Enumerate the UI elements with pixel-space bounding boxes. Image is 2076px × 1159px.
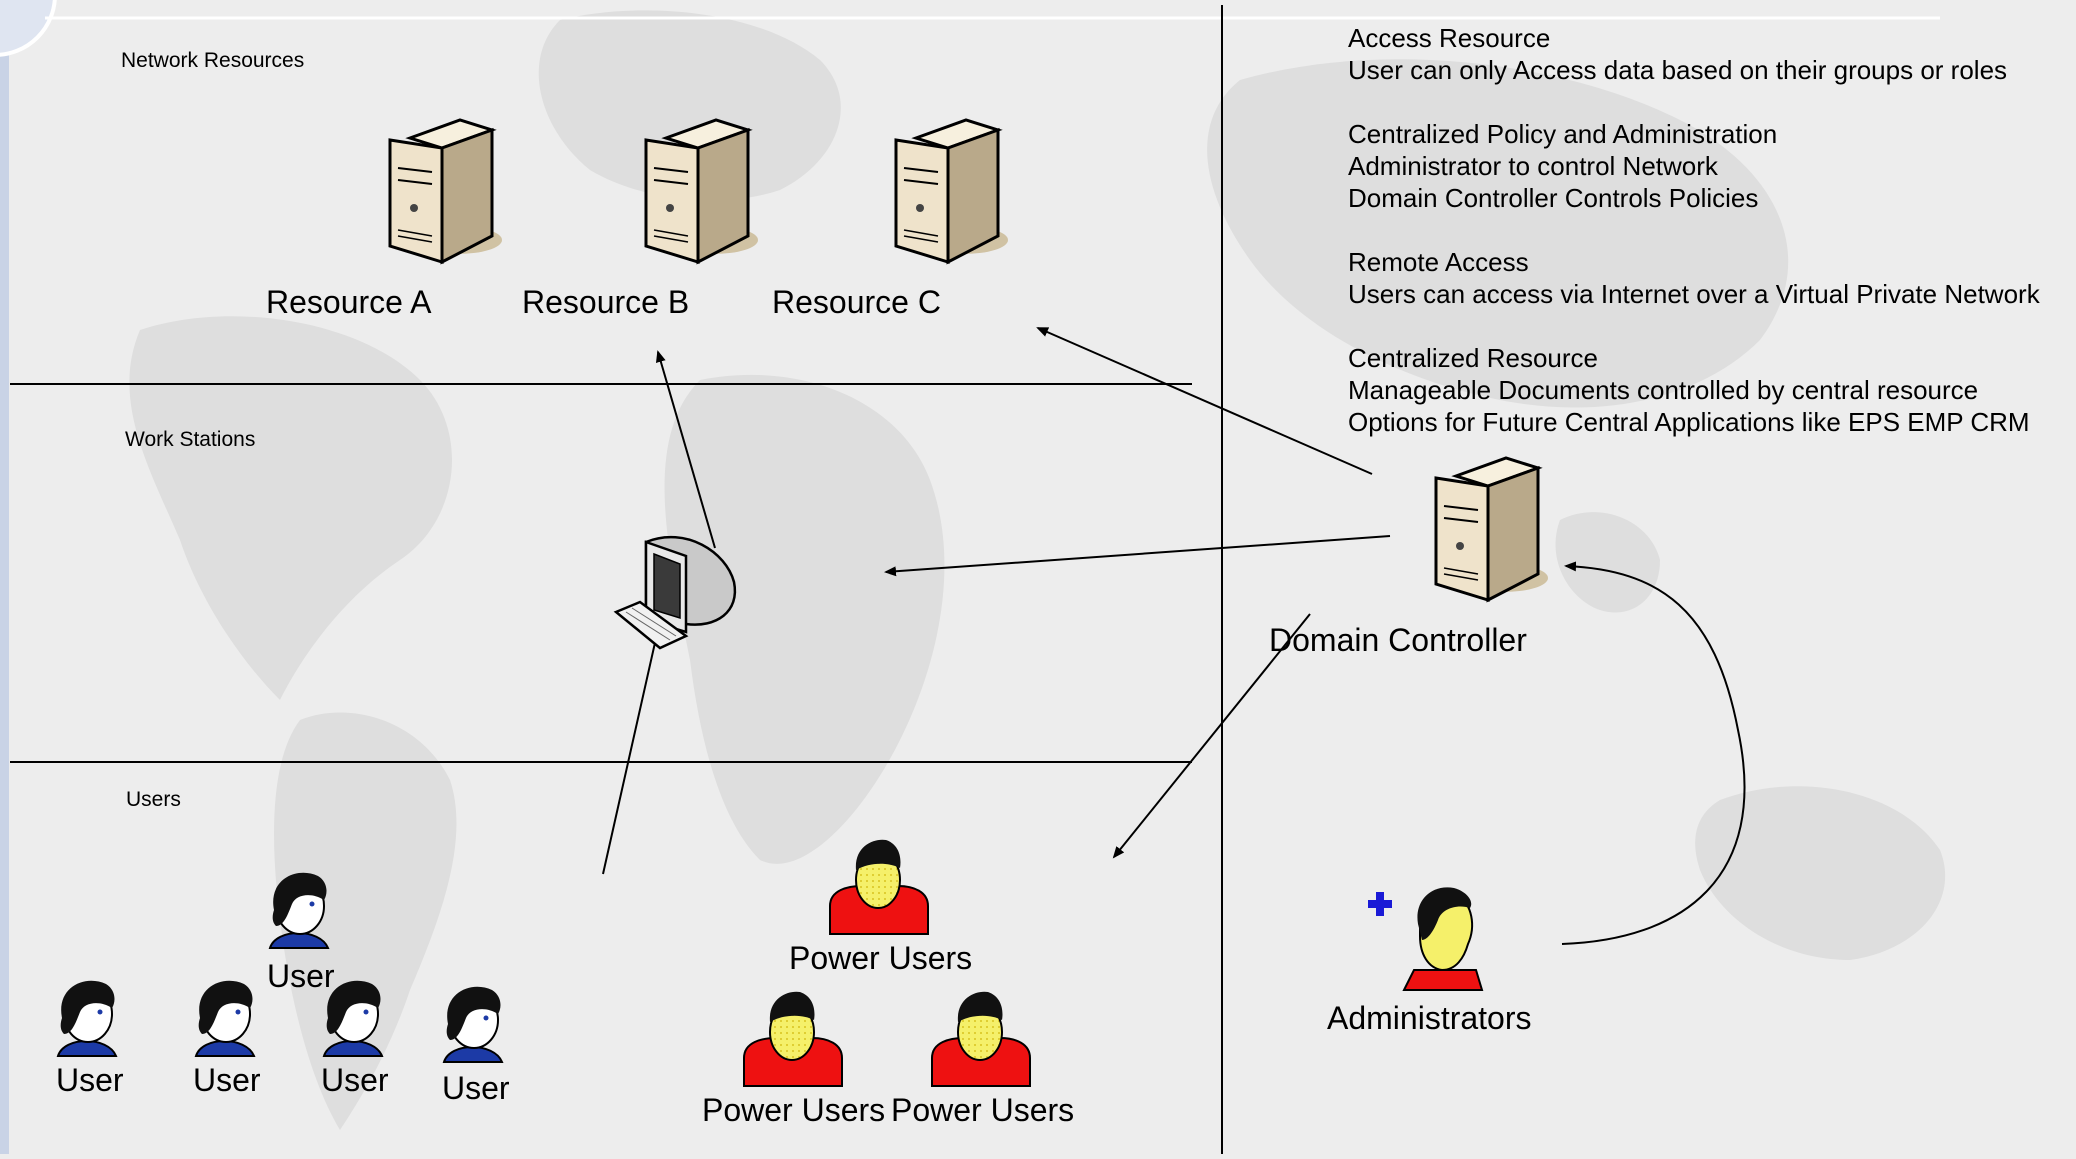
administrator-icon — [1368, 887, 1484, 991]
power-users-label: Power Users — [702, 1092, 886, 1128]
user-label: User — [321, 1062, 389, 1098]
resource-b-label: Resource B — [522, 284, 690, 320]
power-user-icon — [931, 991, 1031, 1087]
info-policy-desc-1: Administrator to control Network — [1348, 151, 1718, 181]
corner-circle — [0, 0, 57, 57]
left-sidebar — [0, 0, 9, 1154]
domain-controller-server-icon — [1434, 456, 1548, 603]
connectors — [602, 327, 1746, 945]
server-icon — [644, 118, 758, 265]
info-policy-desc-2: Domain Controller Controls Policies — [1348, 183, 1759, 213]
administrators-label: Administrators — [1327, 1000, 1532, 1036]
power-users-label: Power Users — [891, 1092, 1075, 1128]
user-label: User — [442, 1070, 510, 1106]
user-icons — [56, 872, 504, 1063]
section-label-network-resources: Network Resources — [121, 49, 305, 72]
user-icon — [322, 980, 384, 1057]
user-label: User — [193, 1062, 261, 1098]
server-icon — [388, 118, 502, 265]
user-label: User — [267, 958, 335, 994]
user-label: User — [56, 1062, 124, 1098]
resource-a-label: Resource A — [266, 284, 432, 320]
info-central-resource-desc-1: Manageable Documents controlled by centr… — [1348, 375, 1979, 405]
server-icon — [894, 118, 1008, 265]
arrow-dc-to-resource-c — [1036, 327, 1373, 475]
info-access-resource-title: Access Resource — [1348, 23, 1551, 53]
section-label-work-stations: Work Stations — [125, 428, 256, 451]
info-central-resource-title: Centralized Resource — [1348, 343, 1599, 373]
resource-c-label: Resource C — [772, 284, 941, 320]
arrow-dc-to-power-users — [1112, 613, 1311, 859]
info-policy-title: Centralized Policy and Administration — [1348, 119, 1778, 149]
world-map-watermark — [129, 10, 1946, 1130]
user-icon — [268, 872, 330, 949]
section-label-users: Users — [126, 788, 181, 811]
power-user-icon — [829, 839, 929, 935]
power-user-icon — [743, 991, 843, 1087]
arrow-admin-to-dc — [1561, 561, 1746, 945]
power-users-label: Power Users — [789, 940, 973, 976]
arrow-users-to-workstation — [602, 614, 664, 875]
user-icon — [194, 980, 256, 1057]
info-access-resource-desc: User can only Access data based on their… — [1348, 55, 2008, 85]
domain-controller-label: Domain Controller — [1269, 622, 1527, 658]
info-remote-access-title: Remote Access — [1348, 247, 1529, 277]
info-remote-access-desc: Users can access via Internet over a Vir… — [1348, 279, 2040, 309]
power-user-icons — [743, 839, 1031, 1087]
info-central-resource-desc-2: Options for Future Central Applications … — [1348, 407, 2030, 437]
arrow-workstation-to-resource-b — [655, 350, 716, 549]
user-icon — [56, 980, 118, 1057]
user-icon — [442, 986, 504, 1063]
arrow-dc-to-workstation — [884, 535, 1391, 577]
workstation-icon — [613, 536, 737, 650]
